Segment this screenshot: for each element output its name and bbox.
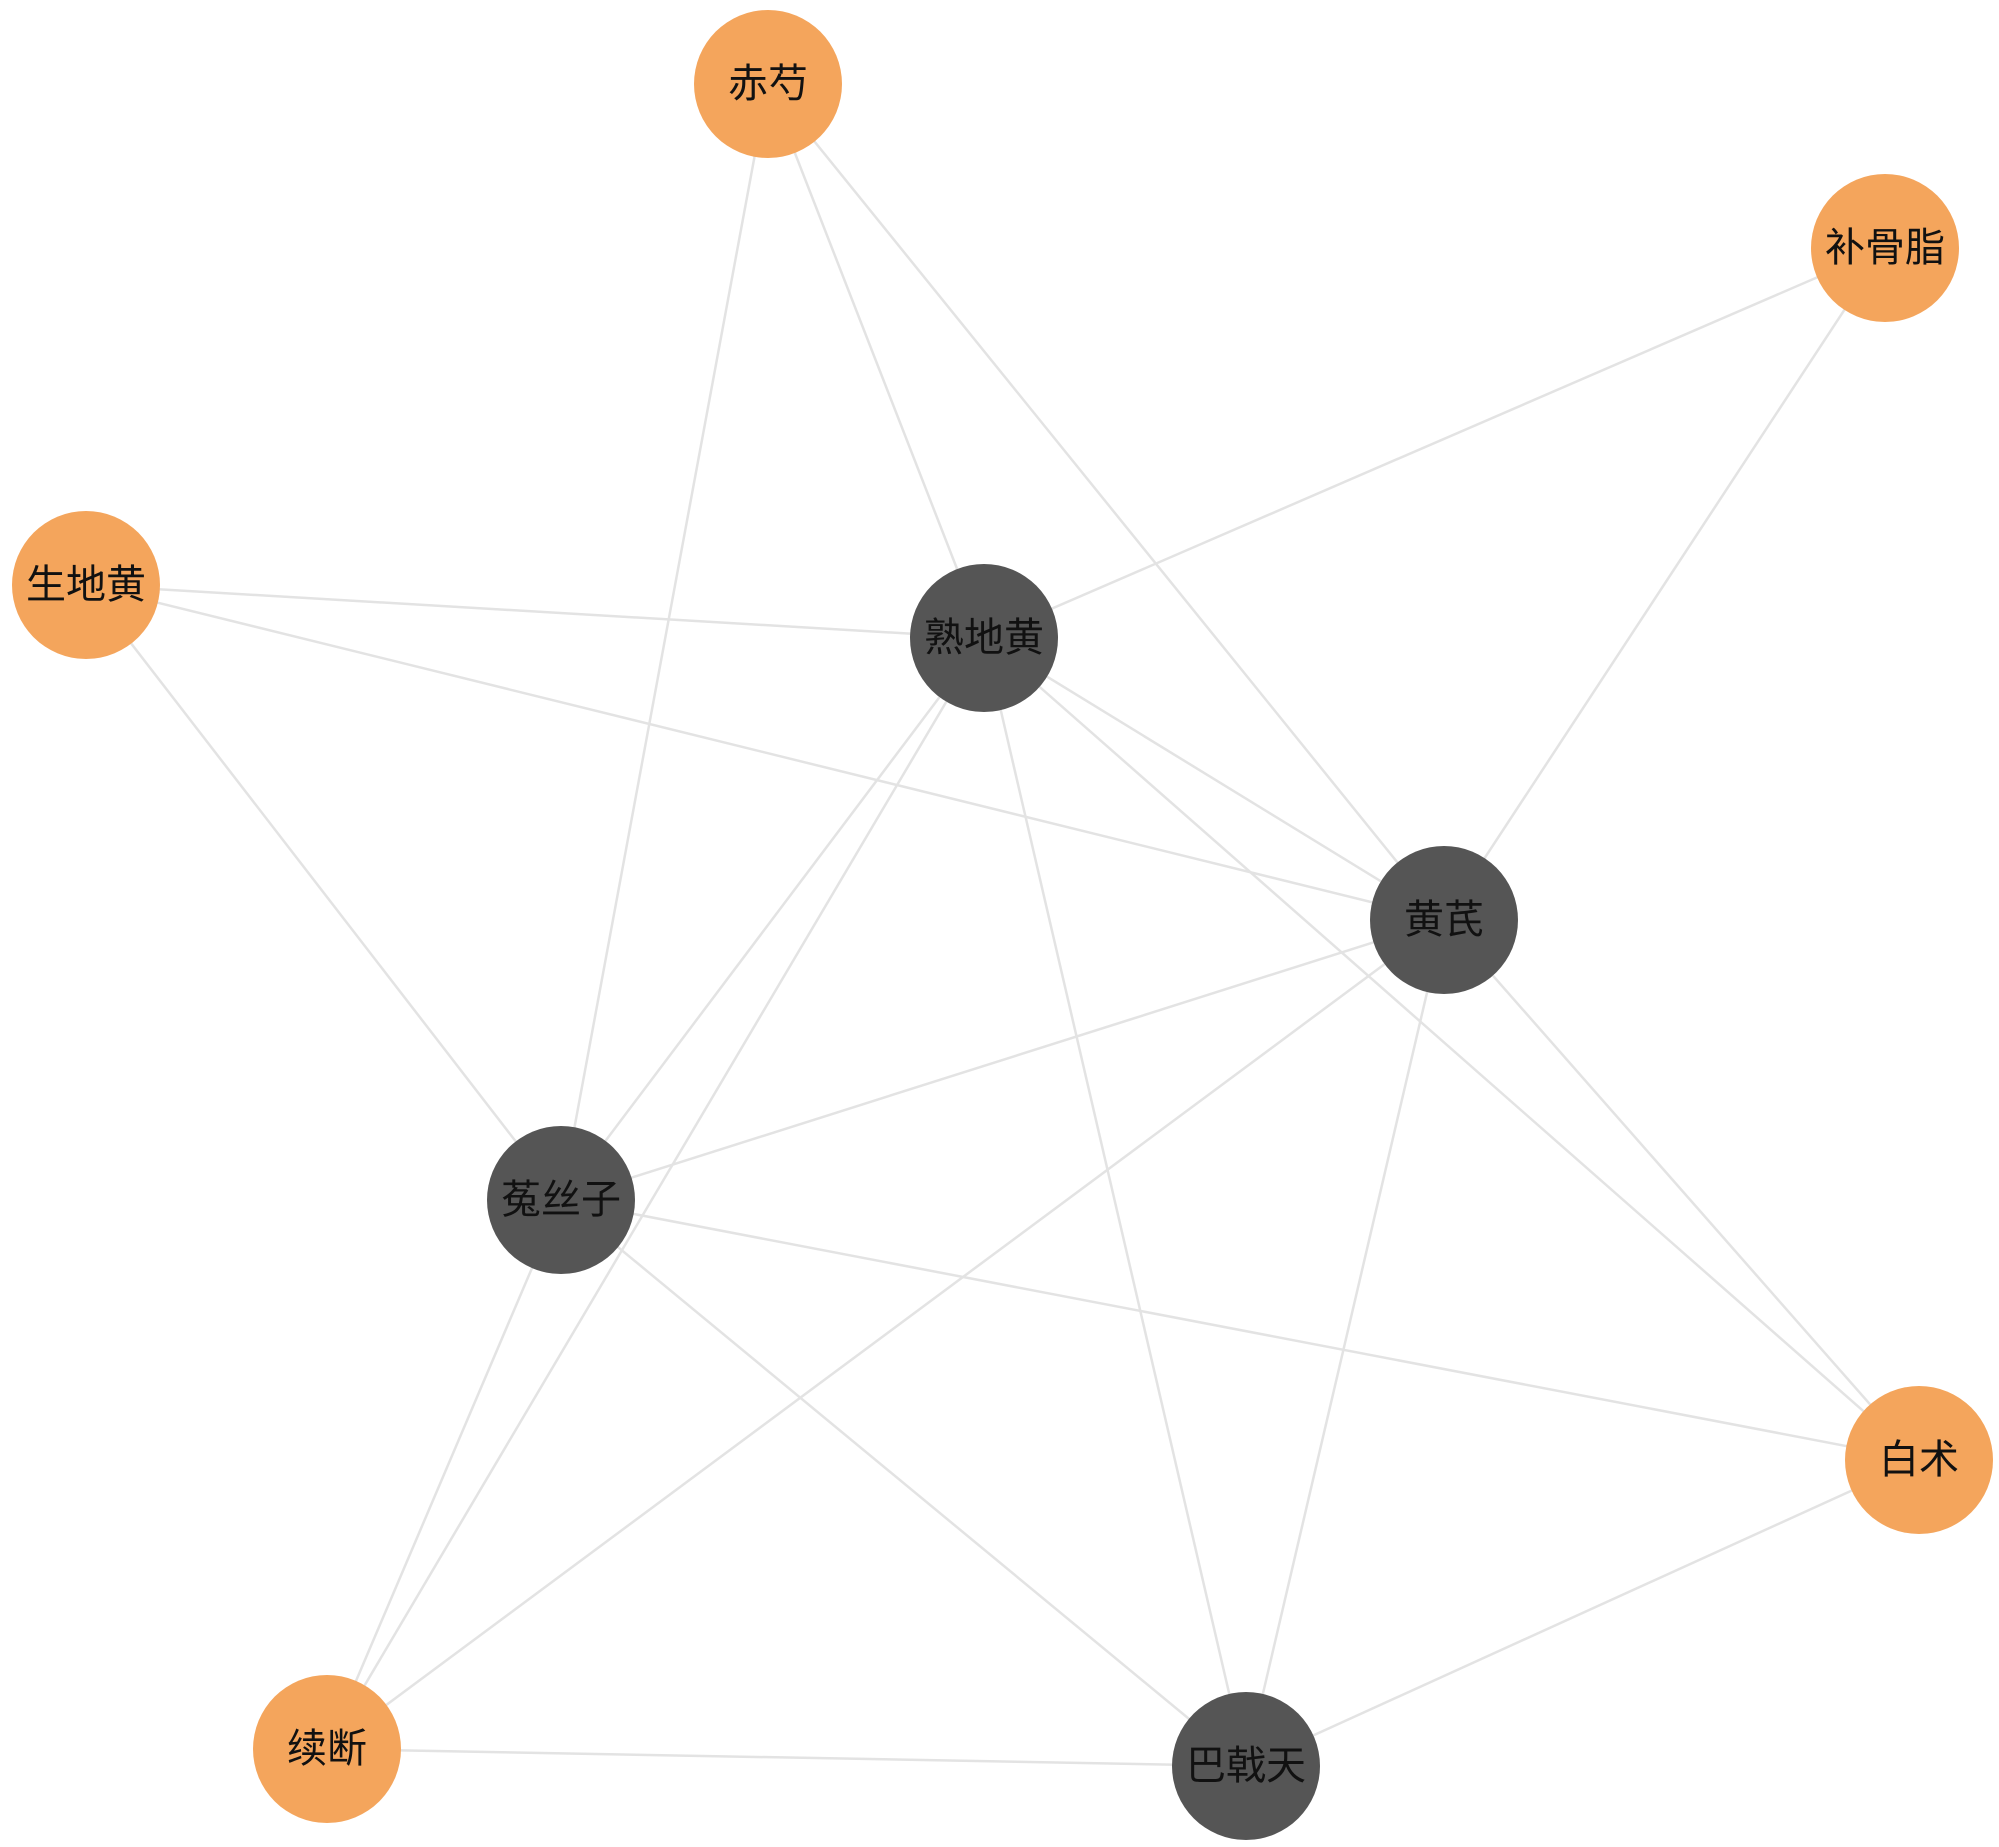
node-circle-buguzhi[interactable] xyxy=(1811,174,1959,322)
node-circle-bajitian[interactable] xyxy=(1172,1692,1320,1840)
edge-shengdihuang-shudihuang xyxy=(85,583,985,640)
edge-shudihuang-huangqi xyxy=(983,636,1445,922)
node-label-baizhu: 白术 xyxy=(1879,1437,1959,1483)
node-circle-huangqi[interactable] xyxy=(1370,846,1518,994)
node-tusizi[interactable]: 菟丝子 xyxy=(487,1126,635,1274)
node-baizhu[interactable]: 白术 xyxy=(1845,1386,1993,1534)
edge-tusizi-baizhu xyxy=(560,1198,1920,1462)
edges-layer xyxy=(85,83,1920,1768)
edge-chishao-shudihuang xyxy=(766,83,986,639)
node-label-tusizi: 菟丝子 xyxy=(501,1177,621,1223)
node-bajitian[interactable]: 巴戟天 xyxy=(1172,1692,1320,1840)
edge-bajitian-baizhu xyxy=(1245,1458,1920,1768)
node-shudihuang[interactable]: 熟地黄 xyxy=(910,564,1058,712)
edge-shudihuang-tusizi xyxy=(560,637,985,1201)
edge-shudihuang-baizhu xyxy=(983,637,1920,1461)
node-label-huangqi: 黄芪 xyxy=(1404,897,1484,943)
node-buguzhi[interactable]: 补骨脂 xyxy=(1811,174,1959,322)
node-huangqi[interactable]: 黄芪 xyxy=(1370,846,1518,994)
node-chishao[interactable]: 赤芍 xyxy=(694,10,842,158)
node-circle-tusizi[interactable] xyxy=(487,1126,635,1274)
edge-shudihuang-bajitian xyxy=(982,637,1248,1767)
node-label-buguzhi: 补骨脂 xyxy=(1825,225,1945,271)
node-circle-baizhu[interactable] xyxy=(1845,1386,1993,1534)
edge-huangqi-bajitian xyxy=(1244,919,1446,1767)
edge-tusizi-bajitian xyxy=(560,1199,1247,1767)
node-label-xuduan: 续断 xyxy=(287,1726,367,1772)
edge-huangqi-tusizi xyxy=(560,918,1445,1202)
node-xuduan[interactable]: 续断 xyxy=(253,1675,401,1823)
node-circle-shengdihuang[interactable] xyxy=(12,511,160,659)
node-label-shudihuang: 熟地黄 xyxy=(924,615,1044,661)
node-circle-shudihuang[interactable] xyxy=(910,564,1058,712)
node-shengdihuang[interactable]: 生地黄 xyxy=(12,511,160,659)
edge-buguzhi-huangqi xyxy=(1442,247,1887,921)
edge-tusizi-xuduan xyxy=(325,1199,563,1750)
edge-huangqi-baizhu xyxy=(1443,919,1920,1461)
edge-xuduan-bajitian xyxy=(326,1747,1247,1768)
node-circle-xuduan[interactable] xyxy=(253,1675,401,1823)
edge-buguzhi-shudihuang xyxy=(983,246,1886,640)
node-label-bajitian: 巴戟天 xyxy=(1186,1743,1306,1789)
node-label-shengdihuang: 生地黄 xyxy=(26,562,146,608)
node-circle-chishao[interactable] xyxy=(694,10,842,158)
edge-chishao-huangqi xyxy=(767,83,1445,921)
edge-huangqi-xuduan xyxy=(326,918,1445,1751)
edge-shengdihuang-huangqi xyxy=(85,583,1445,922)
edge-shudihuang-xuduan xyxy=(325,637,986,1750)
edge-shengdihuang-tusizi xyxy=(85,584,562,1201)
edge-chishao-tusizi xyxy=(559,83,770,1201)
node-label-chishao: 赤芍 xyxy=(728,61,808,107)
